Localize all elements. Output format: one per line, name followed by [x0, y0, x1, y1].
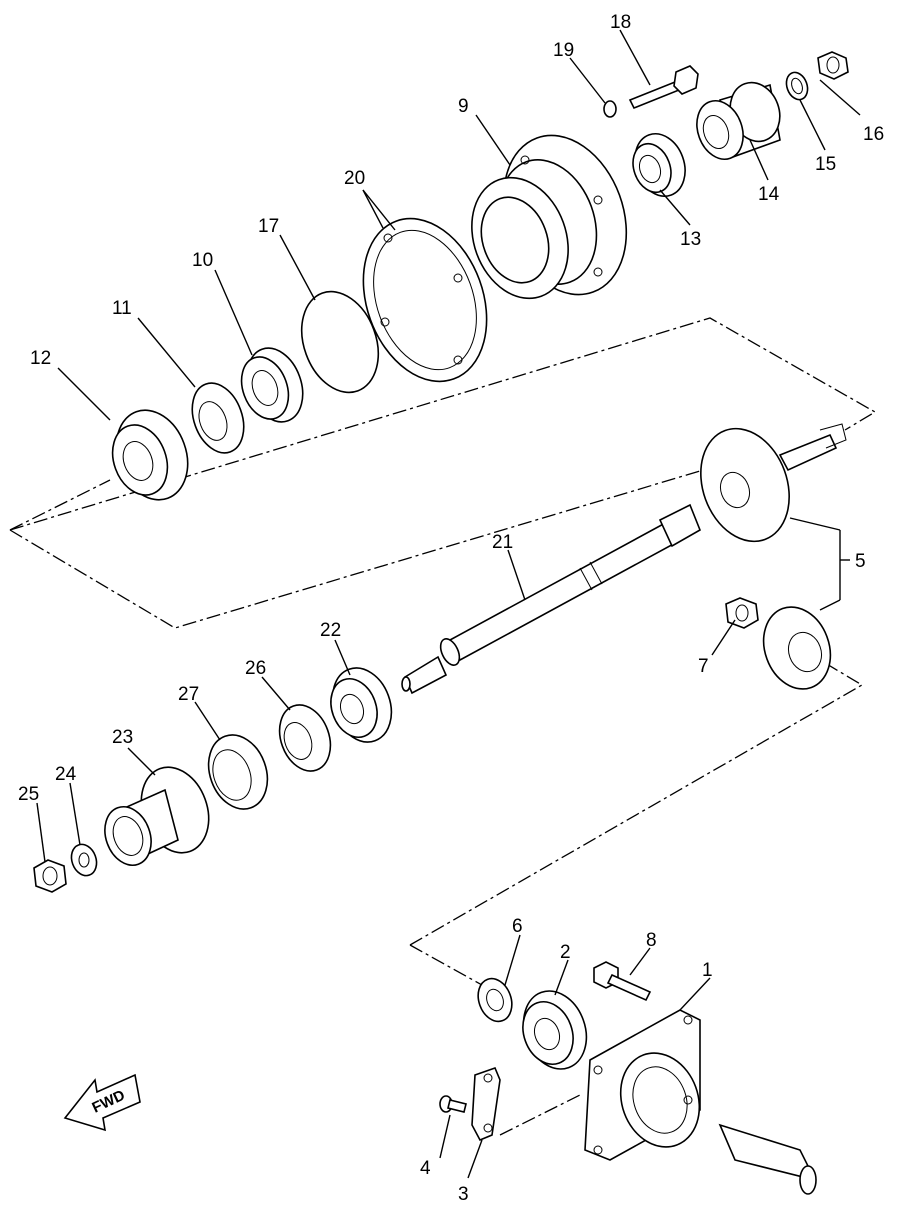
part-20-gasket — [362, 217, 488, 383]
part-12-bearing — [111, 409, 189, 501]
part-16-nut — [817, 51, 849, 80]
part-26-ring-nut — [278, 704, 332, 772]
callout-2: 2 — [560, 942, 571, 963]
part-27-oil-seal — [207, 734, 269, 810]
part-14-coupling-gear — [696, 81, 781, 160]
callout-1: 1 — [702, 960, 713, 981]
callout-4: 4 — [420, 1158, 431, 1179]
upper-section-frame — [9, 317, 877, 629]
part-6-shim — [477, 977, 513, 1023]
callout-22: 22 — [320, 620, 341, 641]
part-10-ball-bearing — [240, 347, 304, 423]
callout-17: 17 — [258, 216, 279, 237]
part-9-bearing-housing — [471, 134, 628, 300]
part-5-bevel-gear-set — [700, 423, 847, 690]
callout-23: 23 — [112, 727, 133, 748]
callout-21: 21 — [492, 532, 513, 553]
part-23-universal-joint-yoke — [104, 766, 210, 866]
part-24-washer — [70, 843, 98, 877]
callout-11: 11 — [112, 298, 132, 319]
fwd-arrow-icon: FWD — [63, 1073, 141, 1132]
part-17-o-ring — [300, 290, 380, 394]
part-21-drive-shaft — [401, 503, 702, 695]
callout-24: 24 — [55, 764, 77, 785]
callout-20: 20 — [344, 168, 365, 189]
part-8-bolt — [593, 961, 652, 1002]
part-25-nut — [33, 859, 67, 893]
callout-15: 15 — [815, 154, 836, 175]
callout-labels: 1 2 3 4 5 6 7 8 9 10 11 12 13 14 15 16 1… — [18, 12, 884, 1205]
part-15-washer — [785, 71, 809, 101]
callout-13: 13 — [680, 229, 701, 250]
part-22-bearing — [330, 667, 393, 743]
part-2-bearing — [522, 990, 588, 1070]
part-1-gear-housing — [584, 1009, 817, 1195]
leader-lines — [36, 29, 861, 1179]
callout-8: 8 — [646, 930, 657, 951]
part-7-nut — [725, 597, 759, 629]
part-11-ring-nut — [191, 382, 245, 454]
callout-9: 9 — [458, 96, 469, 117]
part-3-stopper-plate — [471, 1066, 501, 1142]
callout-7: 7 — [698, 656, 709, 677]
callout-6: 6 — [512, 916, 523, 937]
callout-3: 3 — [458, 1184, 469, 1205]
callout-5: 5 — [855, 551, 866, 572]
part-19-washer — [603, 100, 617, 118]
part-13-oil-seal — [632, 133, 686, 197]
part-4-screw — [439, 1095, 467, 1113]
callout-18: 18 — [610, 12, 631, 33]
callout-25: 25 — [18, 784, 39, 805]
callout-14: 14 — [758, 184, 780, 205]
callout-16: 16 — [863, 124, 884, 145]
callout-26: 26 — [245, 658, 266, 679]
callout-27: 27 — [178, 684, 199, 705]
callout-10: 10 — [192, 250, 213, 271]
part-18-bolt — [628, 65, 699, 110]
callout-19: 19 — [553, 40, 574, 61]
callout-12: 12 — [30, 348, 51, 369]
